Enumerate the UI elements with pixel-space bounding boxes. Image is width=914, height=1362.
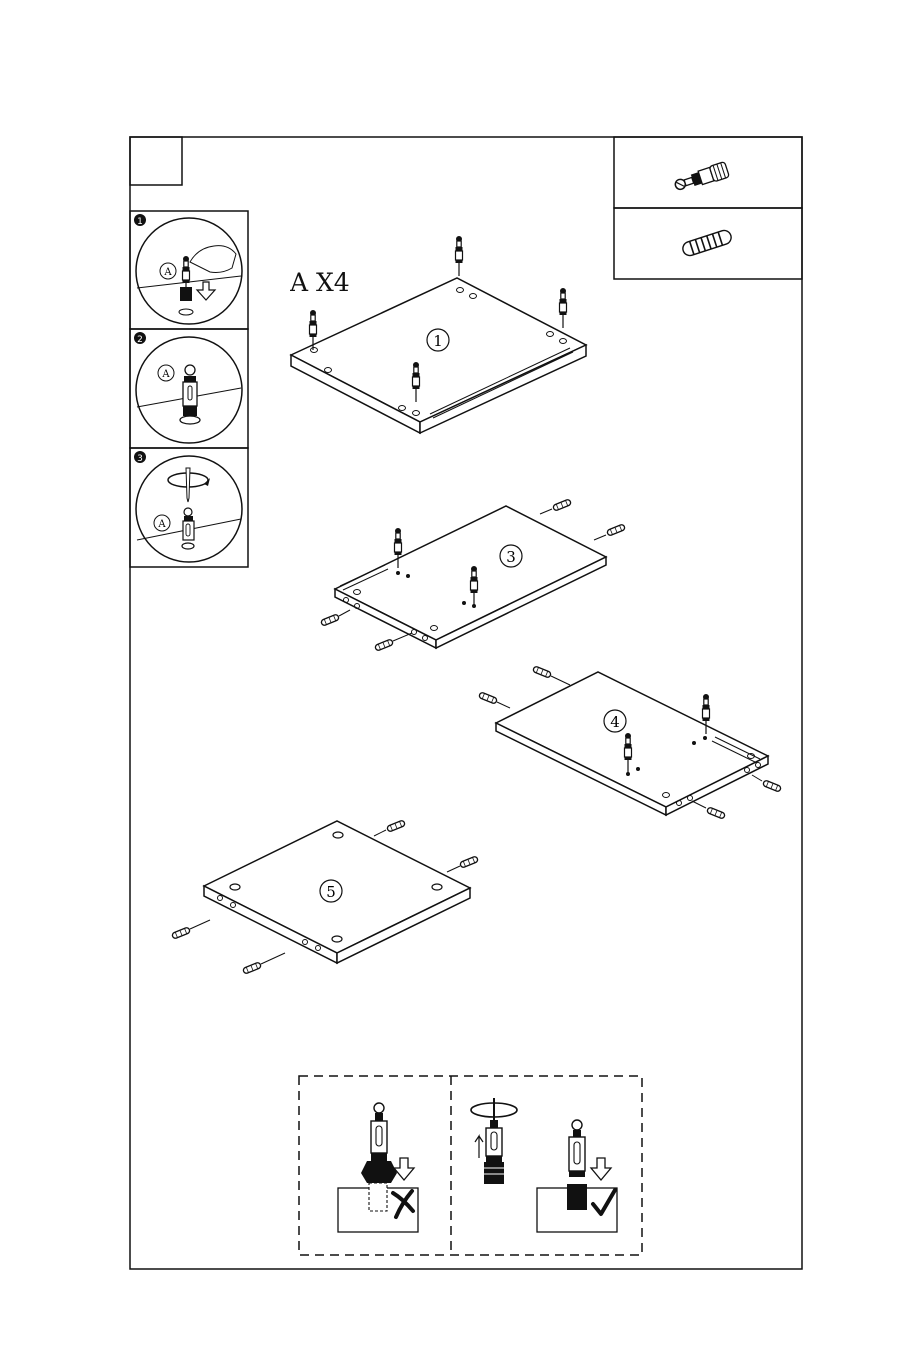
check-correct	[537, 1120, 617, 1232]
step-number-box	[130, 137, 182, 185]
sub-step-3-number: 3	[137, 454, 143, 464]
sub-step-3-part: A	[157, 519, 166, 530]
hardware-legend	[614, 137, 802, 279]
bolt-removal-tool	[471, 1098, 517, 1184]
cam-bolt-icon	[673, 162, 729, 194]
quantity-label: A X4	[290, 266, 410, 300]
panel-5-label: 5	[326, 883, 336, 901]
panel-5: 5	[172, 820, 479, 974]
sub-step-1-part: A	[163, 267, 172, 278]
wooden-dowel-icon	[681, 229, 733, 258]
panel-3-label: 3	[506, 548, 516, 566]
sub-step-1: 1 A	[134, 214, 242, 324]
sub-step-1-number: 1	[137, 217, 143, 227]
panel-1-label: 1	[433, 332, 443, 350]
sub-step-2: 2 A	[134, 332, 242, 443]
panel-4: 4	[479, 666, 782, 819]
check-wrong	[338, 1103, 418, 1232]
sub-step-2-part: A	[161, 369, 170, 380]
sub-step-details: 1 A 2 A 3	[130, 211, 248, 567]
sub-step-3: 3 A	[134, 451, 242, 562]
panel-3: 3	[321, 499, 626, 651]
insertion-check	[299, 1076, 642, 1255]
sub-step-2-number: 2	[137, 335, 143, 345]
panel-4-label: 4	[610, 713, 620, 731]
